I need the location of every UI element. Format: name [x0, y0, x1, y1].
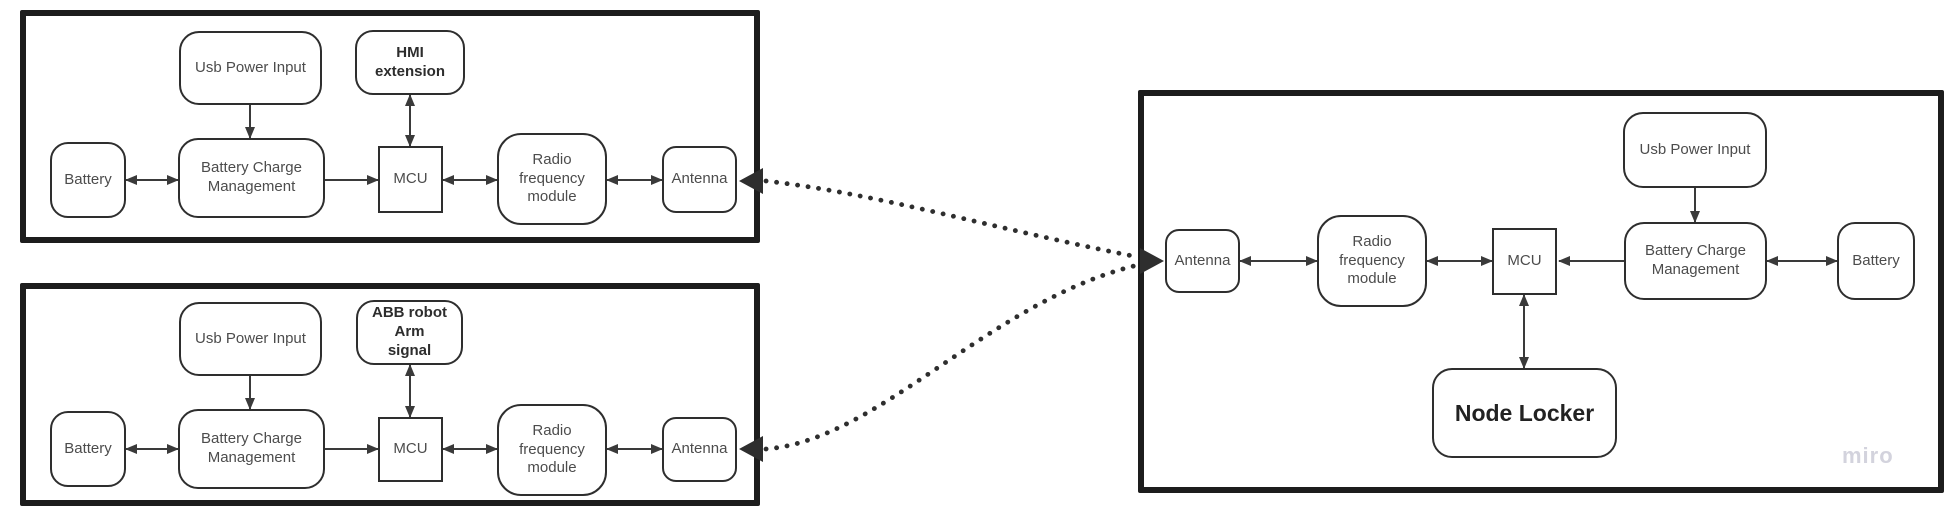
abb-unit-usb-power-node[interactable]: Usb Power Input: [179, 302, 322, 376]
usb-power-label: Usb Power Input: [195, 58, 306, 76]
bcm-label: Battery Charge Management: [201, 430, 302, 466]
usb-power-label: Usb Power Input: [1639, 140, 1751, 158]
hmi-unit-bcm-node[interactable]: Battery Charge Management: [178, 138, 325, 218]
hmi-unit-antenna-node[interactable]: Antenna: [662, 146, 737, 213]
abb-unit-battery-node[interactable]: Battery: [50, 411, 126, 487]
hmi-extension-label: HMI extension: [374, 43, 446, 80]
rf-label: Radio frequency module: [519, 150, 585, 206]
mcu-label: MCU: [393, 170, 428, 188]
antenna-label: Antenna: [1174, 251, 1231, 269]
node-locker-label: Node Locker: [1454, 399, 1595, 426]
abb-unit-bcm-node[interactable]: Battery Charge Management: [178, 409, 325, 489]
hmi-unit-frame[interactable]: [20, 10, 760, 243]
hmi-unit-rf-node[interactable]: Radio frequency module: [497, 133, 607, 225]
hmi-unit-mcu-node[interactable]: MCU: [378, 146, 443, 213]
usb-power-label: Usb Power Input: [195, 329, 306, 347]
bcm-label: Battery Charge Management: [201, 159, 302, 195]
battery-label: Battery: [64, 170, 112, 188]
node-locker-node[interactable]: Node Locker: [1432, 368, 1617, 458]
hmi-unit-battery-node[interactable]: Battery: [50, 142, 126, 218]
abb-unit-mcu-node[interactable]: MCU: [378, 417, 443, 482]
miro-watermark: miro: [1842, 443, 1894, 468]
antenna-label: Antenna: [671, 170, 728, 188]
base-unit-antenna-node[interactable]: Antenna: [1165, 229, 1240, 293]
antenna-label: Antenna: [671, 440, 728, 458]
wireless-link-top-dotted: [763, 178, 1141, 260]
abb-unit-antenna-node[interactable]: Antenna: [662, 417, 737, 482]
base-unit-rf-node[interactable]: Radio frequency module: [1317, 215, 1427, 307]
abb-unit-frame[interactable]: [20, 283, 760, 506]
base-unit-bcm-node[interactable]: Battery Charge Management: [1624, 222, 1767, 300]
base-unit-usb-power-node[interactable]: Usb Power Input: [1623, 112, 1767, 188]
hmi-extension-node[interactable]: HMI extension: [355, 30, 465, 95]
battery-label: Battery: [64, 439, 112, 457]
base-unit-frame[interactable]: [1138, 90, 1944, 493]
wireless-link-bottom-dotted: [763, 262, 1141, 452]
abb-robot-arm-signal-node[interactable]: ABB robot Arm signal: [356, 300, 463, 365]
mcu-label: MCU: [393, 440, 428, 458]
bcm-label: Battery Charge Management: [1645, 242, 1746, 278]
abb-robot-arm-signal-label: ABB robot Arm signal: [372, 304, 447, 359]
mcu-label: MCU: [1507, 252, 1542, 270]
rf-label: Radio frequency module: [1339, 232, 1405, 288]
rf-label: Radio frequency module: [519, 421, 585, 477]
battery-label: Battery: [1852, 251, 1900, 269]
base-unit-battery-node[interactable]: Battery: [1837, 222, 1915, 300]
hmi-unit-usb-power-node[interactable]: Usb Power Input: [179, 31, 322, 105]
base-unit-mcu-node[interactable]: MCU: [1492, 228, 1557, 295]
abb-unit-rf-node[interactable]: Radio frequency module: [497, 404, 607, 496]
